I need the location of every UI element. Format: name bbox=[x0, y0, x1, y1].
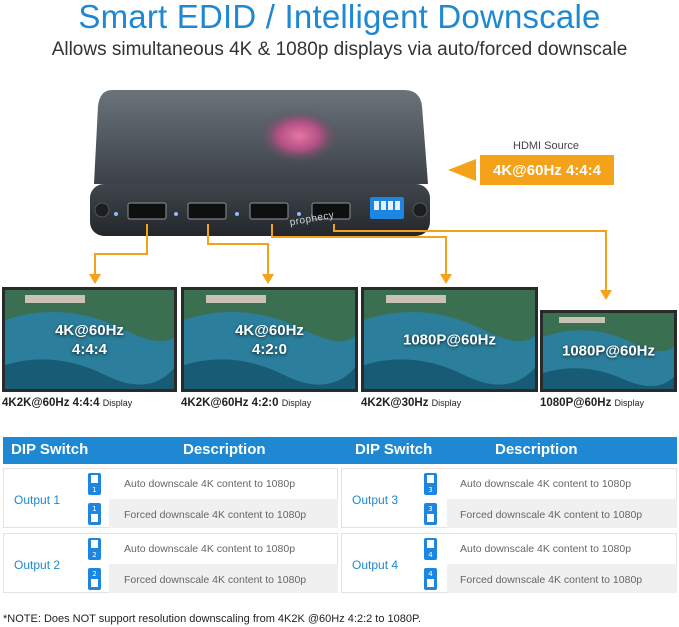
display-1-caption: 4K2K@60Hz 4:4:4 Display bbox=[2, 397, 133, 409]
display-2-resolution: 4K@60Hz 4:2:0 bbox=[235, 321, 304, 358]
svg-text:1: 1 bbox=[92, 486, 96, 494]
output-2-forced-desc: Forced downscale 4K content to 1080p bbox=[124, 574, 307, 586]
dip-switch-1-forced-icon: 1 bbox=[88, 503, 101, 525]
display-3-resolution: 1080P@60Hz bbox=[402, 331, 497, 348]
dip-switch-4-forced-icon: 4 bbox=[424, 568, 437, 590]
table-header: DIP Switch Description DIP Switch Descri… bbox=[3, 437, 677, 464]
output-1-label: Output 1 bbox=[14, 493, 61, 507]
output-2-group: Output 2 Auto downscale 4K content to 10… bbox=[3, 533, 338, 593]
dip-switch-3-forced-icon: 3 bbox=[424, 503, 437, 525]
svg-text:3: 3 bbox=[428, 505, 432, 513]
display-4-resolution: 1080P@60Hz bbox=[561, 342, 656, 360]
output-2-auto-desc: Auto downscale 4K content to 1080p bbox=[124, 543, 296, 555]
display-2-caption: 4K2K@60Hz 4:2:0 Display bbox=[181, 397, 312, 409]
output-4-auto-desc: Auto downscale 4K content to 1080p bbox=[460, 543, 632, 555]
dip-switch-3-auto-icon: 3 bbox=[424, 473, 437, 495]
header-description-right: Description bbox=[495, 441, 578, 458]
arrow-head-1 bbox=[89, 274, 101, 284]
hdmi-source-label: HDMI Source bbox=[513, 140, 580, 152]
footnote: *NOTE: Does NOT support resolution downs… bbox=[3, 613, 421, 625]
dip-switch-2-auto-icon: 2 bbox=[88, 538, 101, 560]
output-3-auto-desc: Auto downscale 4K content to 1080p bbox=[460, 478, 632, 490]
svg-text:4: 4 bbox=[428, 570, 433, 578]
svg-text:1: 1 bbox=[92, 505, 96, 513]
arrow-head-2 bbox=[262, 274, 274, 284]
source-arrow bbox=[448, 159, 476, 181]
hdmi-source-badge: 4K@60Hz 4:4:4 bbox=[480, 155, 614, 185]
output-3-label: Output 3 bbox=[352, 493, 399, 507]
output-1-forced-desc: Forced downscale 4K content to 1080p bbox=[124, 509, 307, 521]
output-3-forced-desc: Forced downscale 4K content to 1080p bbox=[460, 509, 643, 521]
page-subtitle: Allows simultaneous 4K & 1080p displays … bbox=[51, 39, 628, 60]
hdmi-splitter-device: prophecy bbox=[84, 88, 436, 240]
display-4-caption: 1080P@60Hz Display bbox=[540, 397, 645, 409]
dip-switch-4-auto-icon: 4 bbox=[424, 538, 437, 560]
display-1: 4K@60Hz 4:4:4 bbox=[2, 287, 177, 392]
svg-text:3: 3 bbox=[428, 486, 432, 494]
output-3-group: Output 3 Auto downscale 4K content to 10… bbox=[341, 468, 677, 528]
header-dip-switch-left: DIP Switch bbox=[11, 441, 89, 458]
dip-switch-2-forced-icon: 2 bbox=[88, 568, 101, 590]
output-1-auto-desc: Auto downscale 4K content to 1080p bbox=[124, 478, 296, 490]
output-1-group: Output 1 Auto downscale 4K content to 10… bbox=[3, 468, 338, 528]
arrow-head-4 bbox=[600, 290, 612, 300]
header-description-left: Description bbox=[183, 441, 266, 458]
page-title: Smart EDID / Intelligent Downscale bbox=[78, 0, 601, 35]
svg-text:2: 2 bbox=[92, 570, 96, 578]
display-4: 1080P@60Hz bbox=[540, 310, 677, 392]
svg-text:2: 2 bbox=[92, 551, 96, 559]
output-4-forced-desc: Forced downscale 4K content to 1080p bbox=[460, 574, 643, 586]
header-dip-switch-right: DIP Switch bbox=[355, 441, 433, 458]
output-2-label: Output 2 bbox=[14, 558, 61, 572]
output-4-label: Output 4 bbox=[352, 558, 399, 572]
display-3-caption: 4K2K@30Hz Display bbox=[361, 397, 462, 409]
display-1-resolution: 4K@60Hz 4:4:4 bbox=[55, 321, 124, 358]
display-2: 4K@60Hz 4:2:0 bbox=[181, 287, 358, 392]
arrow-head-3 bbox=[440, 274, 452, 284]
output-4-group: Output 4 Auto downscale 4K content to 10… bbox=[341, 533, 677, 593]
svg-text:4: 4 bbox=[428, 551, 433, 559]
display-3: 1080P@60Hz bbox=[361, 287, 538, 392]
dip-switch-1-auto-icon: 1 bbox=[88, 473, 101, 495]
